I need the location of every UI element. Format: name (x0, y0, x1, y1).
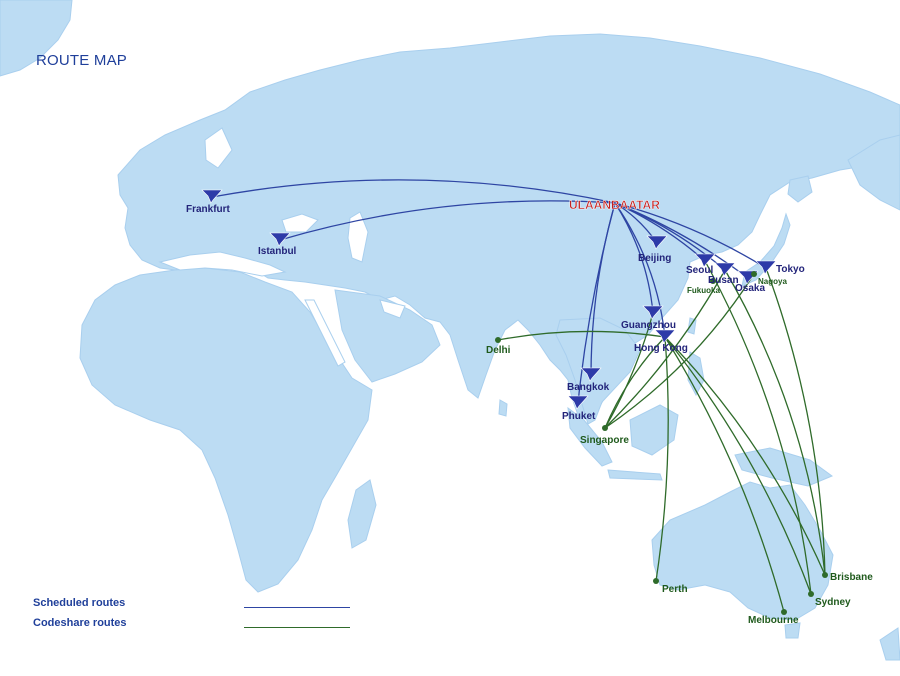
city-label-tokyo: Tokyo (776, 264, 805, 275)
route-ulaanbaatar-frankfurt (211, 179, 616, 204)
australia-landmass (651, 481, 834, 621)
route-ulaanbaatar-istanbul (279, 200, 616, 241)
route-ulaanbaatar-phuket (577, 202, 616, 404)
city-label-frankfurt: Frankfurt (186, 204, 231, 215)
city-label-seoul: Seoul (686, 265, 713, 276)
japan-landmass (741, 212, 791, 287)
city-label-phuket: Phuket (562, 411, 596, 422)
north-america-landmass (847, 134, 900, 211)
route-hongkong-perth (655, 336, 669, 582)
city-label-istanbul: Istanbul (258, 246, 297, 257)
city-label-ulaanbaatar: ULAANBAATAR (569, 198, 660, 212)
plane-icon-guangzhou (642, 305, 664, 320)
route-ulaanbaatar-tokyo (614, 202, 767, 269)
new-zealand-landmass (879, 627, 900, 661)
madagascar-landmass (347, 479, 377, 549)
city-dot-sydney (808, 591, 814, 597)
black-sea (281, 213, 319, 233)
greenland-landmass (0, 0, 73, 77)
route-hongkong-sydney (664, 336, 812, 595)
plane-icon-seoul (694, 253, 716, 268)
city-label-sydney: Sydney (815, 597, 851, 608)
map-title: ROUTE MAP (36, 52, 127, 69)
city-dot-delhi (495, 337, 501, 343)
baltic-sea (204, 127, 233, 169)
sumatra-landmass (567, 406, 613, 467)
city-dot-melbourne (781, 609, 787, 615)
sri-lanka-landmass (498, 399, 508, 417)
city-label-bangkok: Bangkok (567, 382, 610, 393)
city-label-singapore: Singapore (580, 435, 629, 446)
route-seoul-sydney (704, 260, 812, 595)
plane-icon-phuket (567, 395, 589, 410)
plane-icon-istanbul (269, 232, 291, 247)
city-label-nagoya: Nagoya (758, 277, 787, 286)
city-dot-singapore (602, 425, 608, 431)
route-singapore-hongkong (604, 336, 666, 429)
route-hongkong-delhi (497, 330, 666, 341)
city-label-brisbane: Brisbane (830, 572, 873, 583)
java-landmass (607, 469, 663, 481)
route-ulaanbaatar-hongkong (614, 202, 666, 338)
route-singapore-guangzhou (604, 312, 654, 429)
red-sea (304, 299, 346, 367)
city-label-fukuoka: Fukuoka (687, 286, 720, 295)
city-dot-brisbane (822, 572, 828, 578)
city-label-guangzhou: Guangzhou (621, 320, 676, 331)
caspian-sea (347, 211, 369, 263)
city-dot-fukuoka (710, 278, 716, 284)
city-dot-perth (653, 578, 659, 584)
city-label-hongkong: Hong Kong (634, 343, 688, 354)
persian-gulf (379, 299, 406, 319)
africa-landmass (79, 267, 373, 593)
city-label-busan: Busan (708, 275, 739, 286)
legend-codeshare-label: Codeshare routes (33, 617, 127, 629)
route-tokyo-brisbane (765, 267, 826, 576)
plane-icon-bangkok (580, 367, 602, 382)
city-label-delhi: Delhi (486, 345, 511, 356)
city-dot-nagoya (751, 271, 757, 277)
city-label-melbourne: Melbourne (748, 615, 799, 626)
city-label-perth: Perth (662, 584, 688, 595)
hokkaido-landmass (787, 175, 813, 203)
route-ulaanbaatar-osaka (614, 202, 749, 279)
plane-icon-hongkong (654, 329, 676, 344)
city-label-osaka: Osaka (735, 283, 765, 294)
plane-icon-busan (714, 262, 736, 277)
tasmania-landmass (784, 622, 801, 639)
mediterranean-sea (158, 251, 287, 277)
legend-codeshare-line (244, 627, 350, 628)
route-hongkong-brisbane (664, 336, 826, 576)
city-label-beijing: Beijing (638, 253, 671, 264)
legend-scheduled-label: Scheduled routes (33, 597, 126, 609)
legend-scheduled-line (244, 607, 350, 608)
route-hongkong-melbourne (664, 336, 785, 613)
plane-icon-tokyo (755, 260, 777, 275)
route-singapore-busan (604, 269, 726, 429)
borneo-landmass (629, 404, 679, 456)
plane-icon-frankfurt (201, 189, 223, 204)
plane-icon-beijing (646, 235, 668, 250)
route-busan-brisbane (724, 269, 826, 576)
